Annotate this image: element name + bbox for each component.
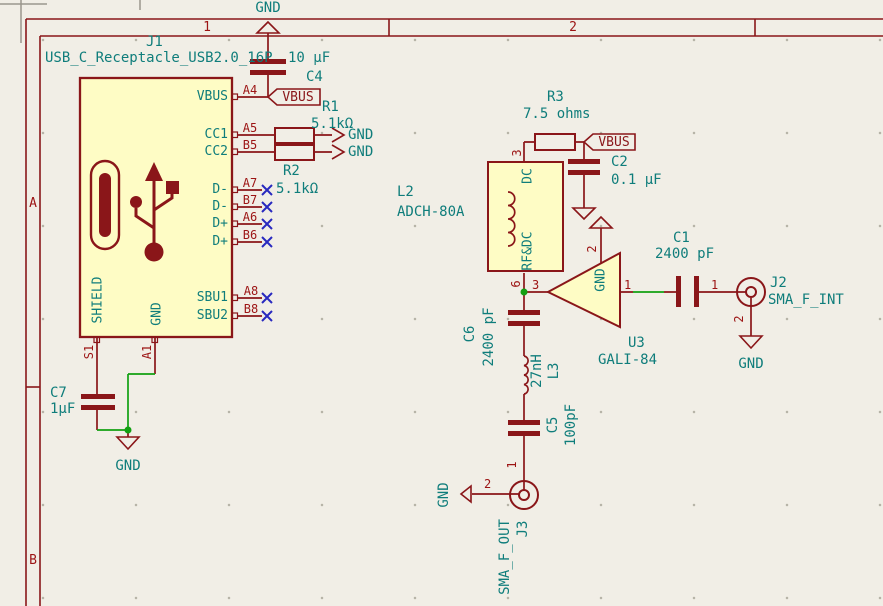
l2-pinname-rfdc: RF&DC — [520, 231, 536, 271]
j1-value[interactable]: USB_C_Receptacle_USB2.0_16P — [45, 50, 273, 66]
j3-pin-2: 2 — [484, 477, 492, 491]
j1-pin-b5: B5 — [242, 138, 258, 152]
j3-pin-1: 1 — [505, 461, 519, 469]
l3-ref[interactable]: L3 — [546, 362, 562, 380]
c5-value[interactable]: 100pF — [563, 403, 579, 447]
l2-ref[interactable]: L2 — [397, 184, 414, 200]
j1-pin-a4: A4 — [242, 83, 258, 97]
l3-value[interactable]: 27nH — [529, 354, 545, 388]
j1-pin-b6: B6 — [242, 228, 258, 242]
l2-value[interactable]: ADCH-80A — [397, 204, 465, 220]
j1-pin-b8: B8 — [243, 302, 259, 316]
j1-pin-a5: A5 — [242, 121, 258, 135]
j3-value[interactable]: SMA_F_OUT — [497, 519, 513, 595]
j1-pin-a8: A8 — [243, 284, 259, 298]
gnd-symbols[interactable] — [115, 20, 764, 504]
sheet-frame — [25, 18, 883, 606]
frame-row-a: A — [29, 196, 37, 211]
c2-ref[interactable]: C2 — [611, 154, 628, 170]
j1-ref[interactable]: J1 — [146, 34, 163, 50]
u3-ref[interactable]: U3 — [628, 335, 645, 351]
junction-dots — [124, 288, 528, 434]
page-corner-marks — [0, 0, 141, 43]
inductor-coil-icon — [507, 191, 516, 247]
r3-value[interactable]: 7.5 ohms — [523, 106, 591, 122]
j1-pinname-dp-a: D+ — [212, 216, 228, 231]
j1-pinname-cc1: CC1 — [204, 127, 228, 142]
j1-pinname-shield: SHIELD — [90, 276, 106, 324]
gnd-c7-label[interactable]: GND — [115, 458, 141, 474]
c7-ref[interactable]: C7 — [50, 385, 67, 401]
l2-pin-6: 6 — [509, 280, 523, 288]
j2-pin-1: 1 — [711, 278, 719, 292]
resistor-bodies[interactable] — [274, 127, 576, 161]
j1-pinname-gnd: GND — [149, 302, 165, 326]
c1-value[interactable]: 2400 pF — [655, 246, 715, 262]
c5-ref[interactable]: C5 — [545, 416, 561, 434]
j1-pinname-cc2: CC2 — [204, 144, 228, 159]
r1-ref[interactable]: R1 — [322, 99, 339, 115]
j1-pinname-dp-b: D+ — [212, 234, 228, 249]
c7-value[interactable]: 1µF — [50, 401, 76, 417]
j2-value[interactable]: SMA_F_INT — [768, 292, 844, 308]
j1-pin-a1: A1 — [140, 344, 154, 360]
c4-value[interactable]: 10 µF — [288, 50, 331, 66]
no-connect-marks — [261, 184, 273, 322]
wires-green — [97, 291, 664, 431]
r2-value[interactable]: 5.1kΩ — [276, 181, 319, 197]
j1-pin-a6: A6 — [242, 210, 258, 224]
c6-ref[interactable]: C6 — [462, 325, 478, 343]
j1-pin-s1: S1 — [82, 344, 96, 360]
l2-pin-3: 3 — [510, 149, 524, 157]
j1-pinname-dm-b: D- — [212, 199, 228, 214]
gnd-top-label[interactable]: GND — [255, 0, 281, 16]
vbus-net-label-r3[interactable]: VBUS — [598, 135, 630, 150]
r1-value[interactable]: 5.1kΩ — [311, 116, 354, 132]
u3-pin-2: 2 — [585, 245, 599, 253]
j1-pinname-dm-a: D- — [212, 182, 228, 197]
c1-ref[interactable]: C1 — [673, 230, 690, 246]
j1-usbc-symbol[interactable] — [78, 76, 239, 344]
net-label-outlines[interactable] — [266, 88, 636, 160]
j1-pin-b7: B7 — [242, 193, 258, 207]
pin-end-squares — [93, 93, 239, 344]
u3-value[interactable]: GALI-84 — [598, 352, 658, 368]
j2-pin-2: 2 — [732, 315, 746, 323]
c4-ref[interactable]: C4 — [306, 69, 323, 85]
u3-pinname-gnd: GND — [593, 268, 609, 292]
l2-choke-symbol[interactable] — [487, 161, 564, 272]
r3-ref[interactable]: R3 — [547, 89, 564, 105]
j3-sma-symbol[interactable] — [509, 480, 539, 510]
gnd-label-cc1[interactable]: GND — [348, 127, 374, 143]
l3-inductor-coil[interactable] — [523, 355, 529, 395]
j1-pinname-sbu2: SBU2 — [196, 308, 228, 323]
u3-amplifier-symbol[interactable] — [545, 251, 621, 329]
capacitor-plates[interactable] — [81, 59, 699, 436]
u3-pin-1: 1 — [624, 278, 632, 292]
j1-pin-a7: A7 — [242, 176, 258, 190]
c2-value[interactable]: 0.1 µF — [611, 172, 662, 188]
gnd-j3-label[interactable]: GND — [436, 482, 452, 508]
frame-col-1: 1 — [203, 20, 211, 35]
gnd-label-cc2[interactable]: GND — [348, 144, 374, 160]
j1-pinname-vbus: VBUS — [196, 89, 228, 104]
j2-sma-symbol[interactable] — [736, 277, 766, 307]
vbus-net-label-j1[interactable]: VBUS — [282, 90, 314, 105]
l2-pinname-dc: DC — [520, 168, 536, 184]
r2-ref[interactable]: R2 — [283, 163, 300, 179]
j1-pinname-sbu1: SBU1 — [196, 290, 228, 305]
usb-logo-icon — [89, 159, 179, 262]
pin-wires — [96, 33, 752, 495]
u3-pin-3: 3 — [532, 278, 540, 292]
frame-row-b: B — [29, 553, 37, 568]
j2-ref[interactable]: J2 — [770, 275, 787, 291]
gnd-j2-label[interactable]: GND — [738, 356, 764, 372]
j3-ref[interactable]: J3 — [515, 520, 531, 538]
frame-col-2: 2 — [569, 20, 577, 35]
c6-value[interactable]: 2400 pF — [481, 307, 497, 367]
